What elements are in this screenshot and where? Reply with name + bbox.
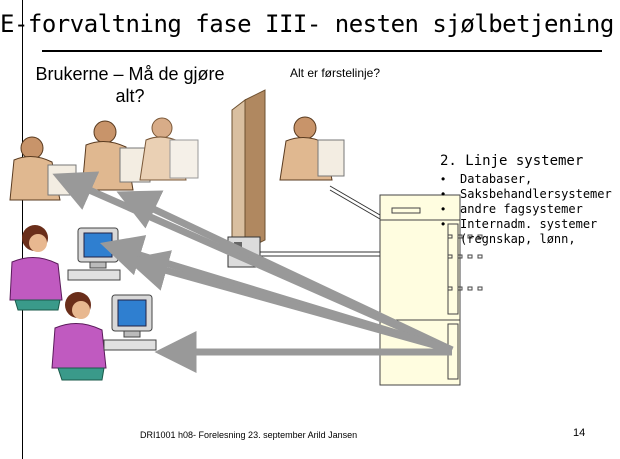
arrow	[125, 250, 453, 354]
office-worker-icon	[9, 136, 77, 201]
wall-partition	[231, 89, 266, 256]
list-item: andre fagsystemer	[440, 202, 610, 217]
office-worker-icon	[279, 116, 345, 181]
second-line-list: Databaser, Saksbehandlersystemer andre f…	[440, 172, 612, 247]
list-item: Internadm. systemer (regnskap, lønn,	[440, 217, 610, 247]
woman-at-computer-icon	[51, 292, 157, 381]
list-item: Saksbehandlersystemer	[440, 187, 612, 202]
page-number: 14	[573, 427, 586, 439]
arrow	[116, 190, 454, 354]
second-line-title: 2. Linje systemer	[440, 153, 584, 169]
title-underline	[42, 50, 602, 52]
list-item: Databaser,	[440, 172, 610, 187]
first-line-label: Alt er førstelinje?	[290, 66, 381, 80]
footer-text: DRI1001 h08- Forelesning 23. september A…	[140, 430, 358, 440]
office-worker-icon	[139, 117, 199, 181]
left-border-line	[22, 0, 23, 459]
woman-at-computer-icon	[9, 225, 121, 311]
arrows	[52, 171, 454, 373]
slide-title: E-forvaltning fase III- nesten sjølbetje…	[0, 10, 620, 38]
users-heading: Brukerne – Må de gjøre alt?	[35, 64, 225, 106]
